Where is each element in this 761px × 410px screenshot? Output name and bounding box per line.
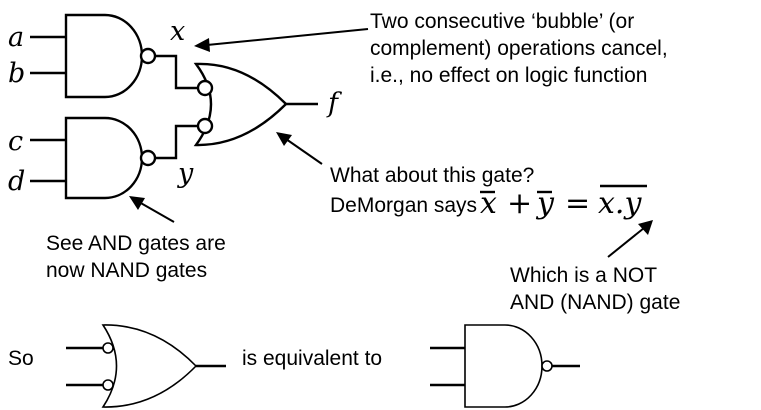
which-note-line-2: AND (NAND) gate	[510, 291, 680, 314]
label-c: c	[8, 126, 23, 157]
nand-gate-ab	[30, 13, 157, 99]
eq-rhs: x.y	[598, 186, 642, 221]
output-bubble-y	[139, 149, 157, 167]
nand-gate-cd	[30, 116, 157, 200]
wire-y-to-or	[155, 124, 197, 160]
label-f: f	[326, 88, 342, 119]
input-bubble-x	[196, 79, 214, 97]
label-a: a	[8, 22, 24, 53]
and-body-ab	[64, 13, 144, 99]
bottom-nand-gate	[430, 324, 580, 408]
bottom-output-bubble	[541, 360, 553, 372]
arrow-gate-question	[276, 132, 323, 165]
demorgan-prefix: DeMorgan says	[330, 194, 477, 217]
label-d: d	[8, 166, 25, 197]
bottom-or-body	[101, 324, 198, 408]
which-note-line-1: Which is a NOT	[510, 264, 657, 287]
eq-plus: +	[507, 186, 532, 221]
eq-x-bar: x	[480, 186, 497, 221]
nand-note-line-2: now NAND gates	[46, 259, 207, 282]
eq-equals: =	[565, 186, 590, 221]
arrow-nand-note	[129, 196, 175, 223]
demorgan-equation: x + y = x.y	[480, 184, 647, 221]
or-body	[193, 62, 288, 147]
connector-wires	[155, 54, 197, 160]
bubble-note-line-3: i.e., no effect on logic function	[370, 64, 647, 87]
gate-question: What about this gate?	[330, 164, 534, 187]
input-bubble-y	[196, 117, 214, 135]
label-b: b	[8, 58, 25, 89]
output-bubble-x	[139, 47, 157, 65]
bubble-note-line-1: Two consecutive ‘bubble’ (or	[370, 10, 634, 33]
bottom-and-body	[464, 324, 543, 408]
so-label: So	[8, 347, 34, 370]
nand-note-line-1: See AND gates are	[46, 232, 226, 255]
or-gate-inverted-inputs	[193, 62, 318, 147]
wire-x-to-or	[155, 54, 197, 90]
bottom-input-bubble-1	[102, 342, 114, 354]
bottom-input-bubble-2	[102, 379, 114, 391]
label-y: y	[177, 158, 194, 189]
arrow-which-note	[607, 220, 653, 258]
arrow-bubble-note	[194, 28, 369, 52]
label-x: x	[170, 16, 185, 47]
eq-y-bar: y	[535, 186, 555, 221]
equivalent-label: is equivalent to	[242, 347, 382, 370]
bubble-note-line-2: complement) operations cancel,	[370, 37, 668, 60]
and-body-cd	[64, 116, 144, 200]
bottom-or-gate-inverted-inputs	[66, 324, 226, 408]
